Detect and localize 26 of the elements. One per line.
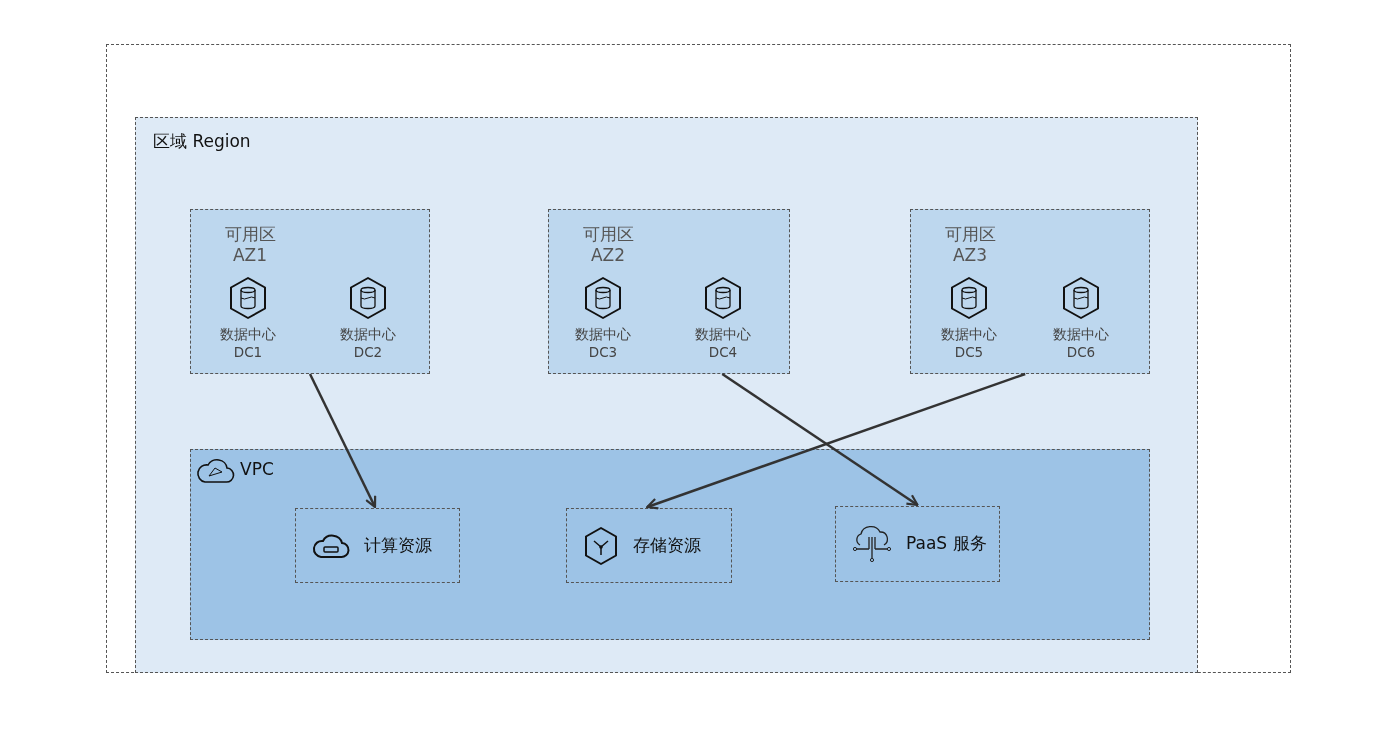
data-center-label: 数据中心 DC1: [219, 325, 277, 361]
data-center-label: 数据中心 DC5: [940, 325, 998, 361]
resource-box: [295, 508, 460, 583]
zone-label: 可用区 AZ3: [943, 224, 997, 266]
resource-label: PaaS 服务: [906, 532, 987, 556]
data-center-label: 数据中心 DC6: [1052, 325, 1110, 361]
zone-label: 可用区 AZ1: [223, 224, 277, 266]
dashed-frame: [106, 44, 1291, 673]
zone-box: [190, 209, 430, 374]
zone-box: [910, 209, 1150, 374]
resource-label: 存储资源: [633, 533, 701, 557]
arrow: [308, 373, 377, 509]
data-center-label: 数据中心 DC3: [574, 325, 632, 361]
data-center-label: 数据中心 DC2: [339, 325, 397, 361]
zone-box: [548, 209, 790, 374]
zone-label: 可用区 AZ2: [581, 224, 635, 266]
arrow: [646, 372, 1026, 510]
region-label: 区域 Region: [153, 130, 251, 153]
resource-box: [835, 506, 1000, 582]
arrow: [721, 372, 919, 507]
vpc-panel: [190, 449, 1150, 640]
region-panel: [135, 117, 1198, 673]
resource-label: 计算资源: [364, 533, 432, 557]
resource-box: [566, 508, 732, 583]
data-center-label: 数据中心 DC4: [694, 325, 752, 361]
vpc-label: VPC: [240, 458, 274, 482]
